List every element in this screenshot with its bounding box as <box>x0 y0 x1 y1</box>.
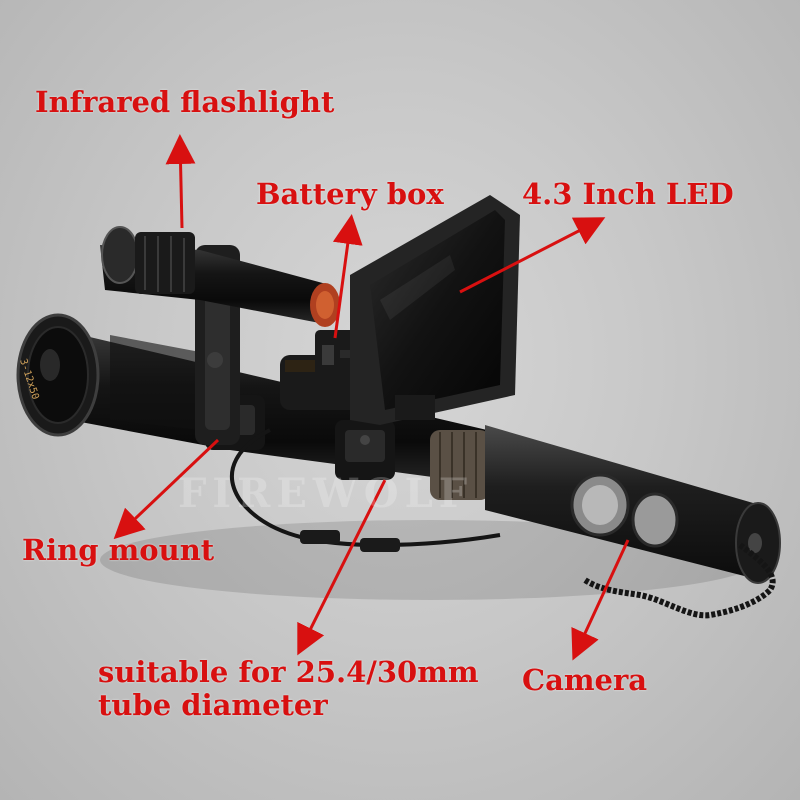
label-ring-mount: Ring mount <box>22 533 215 567</box>
arrow-screen <box>459 217 606 294</box>
device-shadow <box>100 520 760 600</box>
callout-arrows <box>113 134 630 661</box>
label-tube-diameter: suitable for 25.4/30mm tube diameter <box>98 655 479 723</box>
lcd-screen <box>350 195 520 425</box>
arrow-camera <box>571 539 630 661</box>
arrow-battery <box>332 214 363 339</box>
arrow-tube <box>297 479 387 656</box>
brand-watermark: FIREWOLF <box>178 470 474 517</box>
camera-unit <box>430 425 781 584</box>
arrow-ring-mount <box>113 438 220 540</box>
label-camera: Camera <box>522 663 648 697</box>
label-4-3-inch-led: 4.3 Inch LED <box>522 177 734 211</box>
infrared-flashlight <box>100 226 340 327</box>
arrow-flashlight <box>165 134 196 229</box>
cable-connector <box>300 530 340 544</box>
coiled-cable <box>583 542 776 619</box>
label-tube-line-1: suitable for 25.4/30mm <box>98 655 479 689</box>
label-battery-box: Battery box <box>256 177 444 211</box>
label-infrared-flashlight: Infrared flashlight <box>35 85 335 119</box>
label-tube-line-2: tube diameter <box>98 688 328 723</box>
